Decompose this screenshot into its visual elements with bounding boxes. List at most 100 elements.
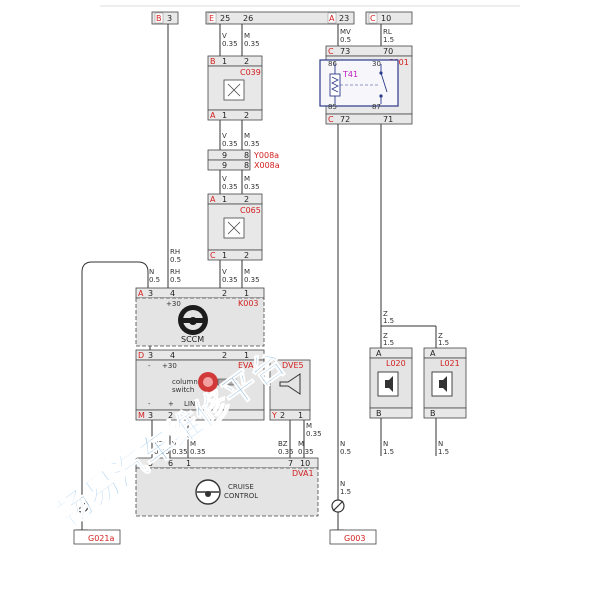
- steering-wheel-icon: [195, 479, 221, 505]
- wire-color: V: [222, 268, 227, 276]
- pin-label: 1: [222, 57, 227, 66]
- pin-label: 2: [244, 57, 249, 66]
- connector-letter: C: [370, 14, 376, 23]
- pin-label: 71: [383, 115, 393, 124]
- pin-label: 1: [244, 351, 249, 360]
- wire-gauge: 0.35: [222, 276, 238, 284]
- wire-gauge: 0.35: [244, 140, 260, 148]
- pin-label: 1: [186, 411, 191, 420]
- pin-label: B: [376, 409, 382, 418]
- wire-gauge: 0.35: [154, 448, 170, 456]
- wire-gauge: 0.35: [222, 140, 238, 148]
- pin-label: 10: [300, 459, 310, 468]
- wire-color: RH: [170, 248, 180, 256]
- pin-label: 3: [148, 351, 153, 360]
- wire-gauge: 0.35: [222, 183, 238, 191]
- wire-color: Z: [383, 310, 388, 318]
- speaker-icon: [377, 371, 399, 397]
- pin-label: 2: [244, 251, 249, 260]
- wire-gauge: 1.5: [438, 448, 449, 456]
- wire-gauge: 0.5: [170, 276, 181, 284]
- wire-color: V: [222, 175, 227, 183]
- wire-gauge: 0.35: [190, 448, 206, 456]
- module-id: C065: [240, 206, 261, 215]
- wire-gauge: 1.5: [383, 448, 394, 456]
- module-c039: B 1 2 C039 A 1 2: [207, 55, 263, 121]
- top-connector-e: E 25 26 A 23: [205, 11, 355, 25]
- wire-gauge: 1.5: [383, 339, 394, 347]
- connector-letter: C: [328, 47, 334, 56]
- ground-g021a: G021a: [73, 499, 121, 545]
- pin-label: 2: [244, 111, 249, 120]
- wires: [81, 5, 520, 500]
- module-dve5: DVE5 Y 2 1: [269, 359, 311, 421]
- connector-letter: Y: [271, 411, 277, 420]
- pin-label: 9: [222, 151, 227, 160]
- speaker-icon: [431, 371, 453, 397]
- connector-letter: B: [156, 14, 162, 23]
- connector-y008a: 9 8 Y008a: [207, 149, 279, 161]
- pin-label: 7: [288, 459, 293, 468]
- wire-gauge: 1.5: [340, 488, 351, 496]
- pin-label: 86: [328, 60, 337, 68]
- ground-g003: G003: [329, 499, 377, 545]
- wire-gauge: 0.5: [170, 256, 181, 264]
- pin-label: 2: [244, 195, 249, 204]
- relay-c001: C 73 70 C001 T41 86 30 85 87 C 72 71: [319, 45, 413, 125]
- wire-color: M: [190, 440, 196, 448]
- lin-label: LIN: [184, 400, 195, 408]
- pin-label: 6: [168, 459, 173, 468]
- pin-label: 10: [381, 14, 391, 23]
- speaker-l021: A L021 B: [423, 347, 467, 419]
- pin-label: 2: [222, 289, 227, 298]
- connector-letter: A: [210, 111, 216, 120]
- plus-label: +: [168, 400, 174, 408]
- wire-color: M: [244, 132, 250, 140]
- pin-label: 3: [148, 289, 153, 298]
- pin-label: 23: [339, 14, 349, 23]
- wire-gauge: 0.35: [172, 448, 188, 456]
- wire-color: Z: [438, 332, 443, 340]
- wire-gauge: 0.35: [244, 276, 260, 284]
- pin-label: 85: [328, 103, 337, 111]
- pin-label: 1: [298, 411, 303, 420]
- connector-letter: D: [138, 351, 144, 360]
- pin-label: B: [430, 409, 436, 418]
- pin-label: 30: [372, 60, 381, 68]
- wire-color: M: [244, 175, 250, 183]
- module-id: K003: [238, 299, 259, 308]
- module-k003: A 3 4 2 1 +30 K003 SCCM: [135, 287, 265, 347]
- pin-label: 2: [280, 411, 285, 420]
- connector-letter: B: [210, 57, 216, 66]
- wire-color: V: [172, 440, 177, 448]
- wire-color: N: [438, 440, 443, 448]
- wire-gauge: 0.35: [278, 448, 294, 456]
- pin-label: 26: [243, 14, 253, 23]
- wire-gauge: 0.35: [222, 40, 238, 48]
- pin-label: 3: [148, 411, 153, 420]
- wire-color: Z: [383, 332, 388, 340]
- pin-label: 2: [168, 411, 173, 420]
- wire-gauge: 1.5: [383, 36, 394, 44]
- wire-color: N: [340, 440, 345, 448]
- connector-letter: M: [138, 411, 145, 420]
- pin-label: 1: [222, 251, 227, 260]
- switch-knob-icon: [198, 372, 237, 392]
- wire-color: M: [244, 32, 250, 40]
- connector-letter: A: [210, 195, 216, 204]
- module-id: DVE5: [282, 361, 304, 370]
- wire-color: RL: [383, 28, 392, 36]
- ground-id: G021a: [88, 534, 114, 543]
- wire-color: V: [222, 132, 227, 140]
- pin-label: 1: [244, 289, 249, 298]
- module-id: C039: [240, 68, 261, 77]
- wire-color: M: [306, 422, 312, 430]
- pin-label: 73: [340, 47, 350, 56]
- top-connector-left: B 3: [151, 11, 179, 25]
- module-c065: A 1 2 C065 C 1 2: [207, 193, 263, 261]
- connector-id: Y008a: [253, 151, 279, 160]
- wire-gauge: 0.5: [149, 276, 160, 284]
- ground-id: G003: [344, 534, 365, 543]
- module-eva0: D 3 4 2 1 - +30 EVA0 column switch - + L…: [135, 349, 265, 421]
